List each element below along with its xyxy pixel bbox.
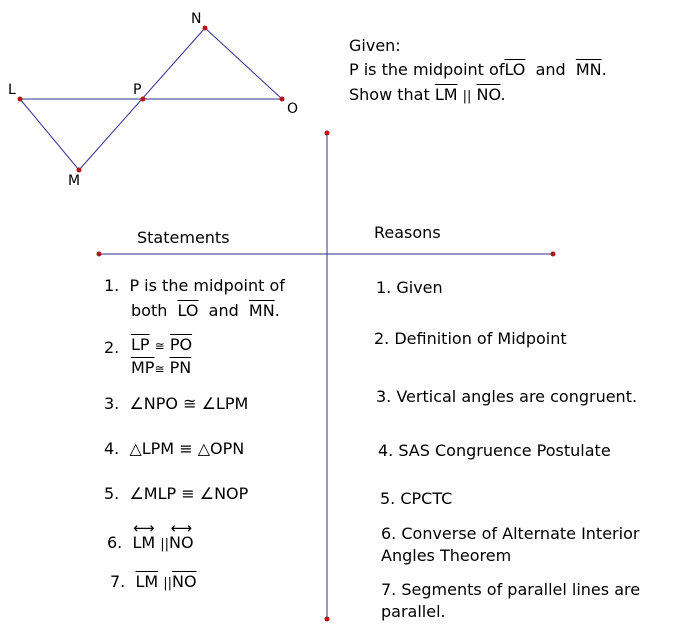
reason-3: 3. Vertical angles are congruent. [376,387,638,406]
given-parallel: || [462,89,472,104]
statement-1b-both: both [131,301,168,320]
statement-2b-congruent: ≅ [154,362,165,376]
given-end: . [500,85,506,104]
point-l [17,96,23,102]
statement-5: 5. ∠MLP ≡ ∠NOP [104,484,248,504]
reason-1: 1. Given [376,278,443,297]
tchart-bottom-point [324,616,330,622]
reason-6-line-1: 6. Converse of Alternate Interior [381,524,640,543]
statement-2a-congruent: ≅ [154,339,165,353]
statement-4-number: 4. [104,439,120,458]
reasons-header: Reasons [374,223,441,242]
tchart-right-point [550,251,556,257]
show-that-text: Show that [349,85,430,104]
given-line-1: P is the midpoint ofLO and MN. [349,60,607,80]
given-segment-lo: LO [504,60,526,79]
statement-2b-segment-pn: PN [169,358,192,377]
given-and: and [535,60,566,79]
point-m [76,167,82,173]
statement-2b: MP≅ PN [131,358,191,379]
point-p [140,96,146,102]
statement-1-number: 1. [104,276,120,295]
statement-5-number: 5. [104,484,120,503]
statement-3-text: ∠NPO ≅ ∠LPM [129,394,249,413]
segment-no [204,27,283,100]
segment-lm [19,98,80,171]
label-l: L [8,82,16,98]
reason-7-line-2: parallel. [381,602,446,621]
given-heading: Given: [349,36,401,55]
statements-header: Statements [137,228,230,247]
statement-1b-segment-mn: MN [248,301,275,320]
statement-7-number: 7. [110,572,126,591]
statement-7-segment-lm: LM [135,572,159,591]
statement-4: 4. △LPM ≡ △OPN [104,439,244,459]
reason-6-line-2: Angles Theorem [381,546,512,565]
given-segment-mn: MN [575,60,602,79]
label-m: M [68,173,81,189]
reason-4: 4. SAS Congruence Postulate [378,441,611,460]
statement-1b-and: and [208,301,239,320]
reason-2: 2. Definition of Midpoint [374,329,567,348]
label-p: P [133,82,142,98]
statement-1b-segment-lo: LO [177,301,199,320]
statement-2a: LP ≅ PO [131,335,192,356]
statement-7-segment-no: NO [172,572,197,591]
statement-1-text: P is the midpoint of [129,276,285,295]
point-n [202,25,208,31]
statement-7: 7. LM ||NO [110,572,197,594]
statement-2a-segment-po: PO [169,335,193,354]
given-period: . [601,60,607,79]
given-midpoint-text: P is the midpoint of [349,60,505,79]
statement-6-line-no: NO [169,518,194,553]
reason-7-line-1: 7. Segments of parallel lines are [381,580,641,599]
statement-3-number: 3. [104,394,120,413]
statement-1: 1. P is the midpoint of [104,276,285,296]
statement-1b: both LO and MN. [131,301,280,321]
given-segment-lm: LM [434,85,458,104]
statement-3: 3. ∠NPO ≅ ∠LPM [104,394,248,414]
statement-6-parallel: || [160,537,170,552]
statement-2-number: 2. [104,338,120,357]
statement-6: 6. LM ||NO [107,518,194,555]
given-segment-no: NO [476,85,501,104]
reason-5: 5. CPCTC [380,489,453,508]
statement-6-number: 6. [107,533,123,552]
statement-6-line-lm: LM [132,518,155,553]
statement-5-text: ∠MLP ≡ ∠NOP [129,484,249,503]
label-o: O [287,101,299,117]
statement-2b-segment-mp: MP [131,358,155,377]
label-n: N [191,11,202,27]
statement-7-parallel: || [163,576,173,591]
statement-4-text: △LPM ≡ △OPN [129,439,245,458]
statement-2a-segment-lp: LP [131,335,150,354]
given-line-2: Show that LM || NO. [349,85,506,107]
statement-1b-end: . [274,301,280,320]
point-o [279,96,285,102]
tchart-top-point [324,130,330,136]
tchart-left-point [96,251,102,257]
